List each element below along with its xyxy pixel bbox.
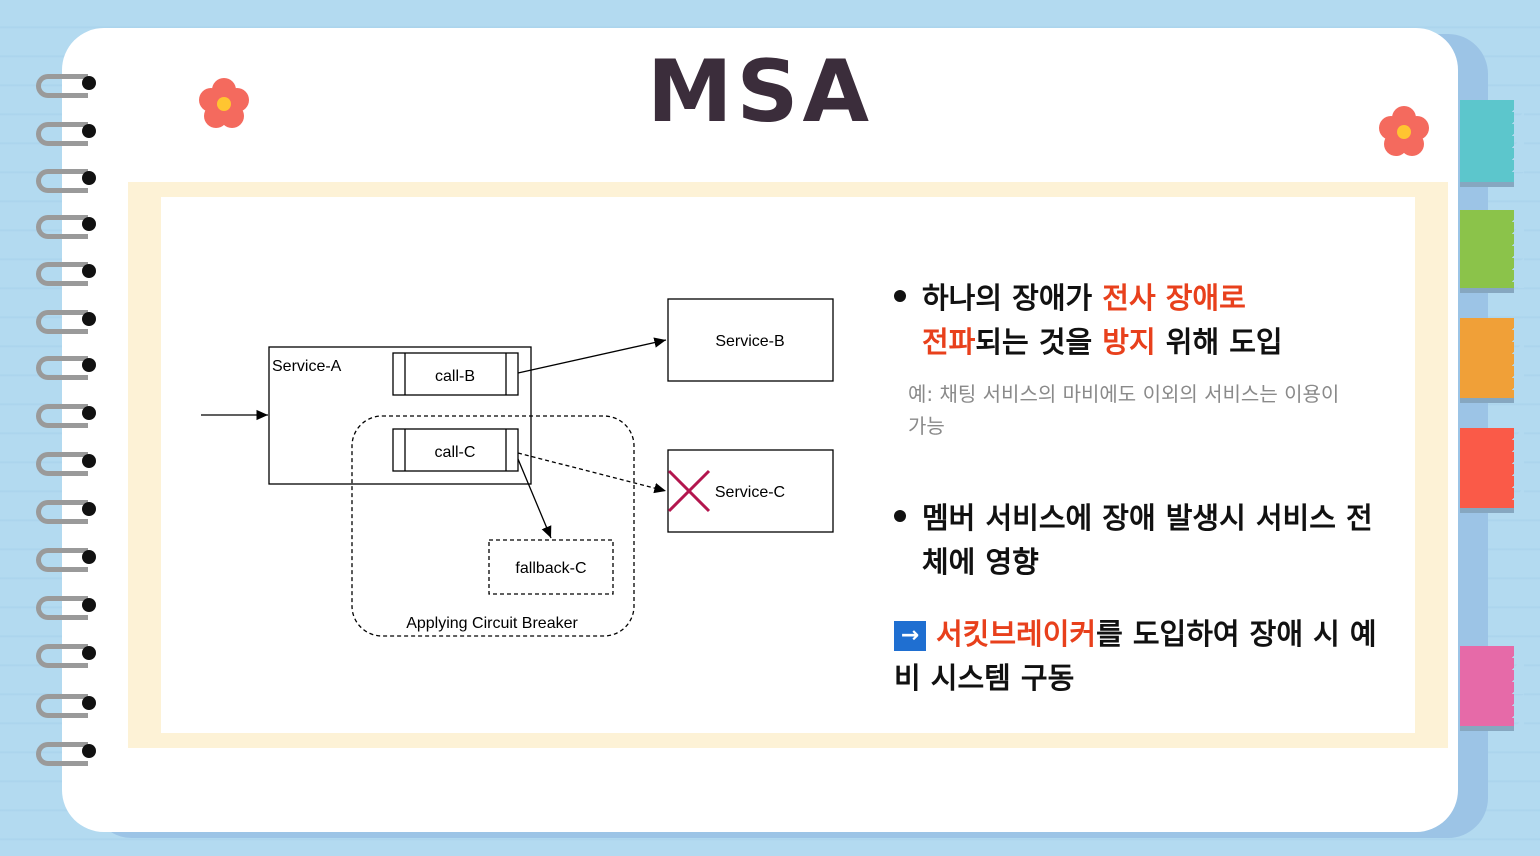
index-tab-red[interactable] — [1460, 428, 1524, 508]
service-b-box — [667, 298, 834, 382]
call-c-box — [392, 428, 519, 472]
bullet-conclusion: →서킷브레이커를 도입하여 장애 시 예비 시스템 구동 — [890, 612, 1400, 700]
failure-cross-icon — [667, 469, 711, 513]
spiral-ring — [36, 310, 100, 336]
spiral-ring — [36, 644, 100, 670]
index-tab-green[interactable] — [1460, 210, 1524, 288]
index-tab-pink[interactable] — [1460, 646, 1524, 726]
spiral-ring — [36, 356, 100, 382]
spiral-ring — [36, 215, 100, 241]
page-title: MSA — [646, 42, 874, 142]
index-tab-orange[interactable] — [1460, 318, 1524, 398]
spiral-ring — [36, 548, 100, 574]
bullet-note: 예: 채팅 서비스의 마비에도 이외의 서비스는 이용이 가능 — [890, 378, 1360, 442]
flower-icon — [1379, 106, 1429, 156]
spiral-ring — [36, 262, 100, 288]
spiral-ring — [36, 452, 100, 478]
content-panel — [161, 197, 1415, 733]
spiral-ring — [36, 74, 100, 100]
call-b-label: call-B — [435, 368, 475, 385]
bullet-dot — [894, 290, 906, 302]
note-text: 예: 채팅 서비스의 마비에도 이외의 서비스는 이용이 가능 — [908, 382, 1340, 438]
fallback-c-label: fallback-C — [515, 560, 586, 577]
call-b-arrow — [517, 337, 667, 374]
spiral-ring — [36, 742, 100, 768]
fallback-c-box — [488, 539, 614, 595]
spiral-ring — [36, 169, 100, 195]
call-c-arrow — [517, 452, 667, 494]
spiral-ring — [36, 596, 100, 622]
call-c-label: call-C — [435, 444, 476, 461]
arrow-right-icon: → — [894, 621, 926, 651]
circuit-breaker-label: Applying Circuit Breaker — [406, 615, 578, 632]
conclusion-text: →서킷브레이커를 도입하여 장애 시 예비 시스템 구동 — [894, 617, 1377, 695]
bullet-item: 멤버 서비스에 장애 발생시 서비스 전체에 영향 — [890, 496, 1400, 584]
spiral-ring — [36, 404, 100, 430]
index-tab-teal[interactable] — [1460, 100, 1524, 182]
service-a-label: Service-A — [272, 358, 342, 375]
spiral-ring — [36, 122, 100, 148]
service-b-label: Service-B — [715, 333, 784, 350]
bullet-text: 멤버 서비스에 장애 발생시 서비스 전체에 영향 — [922, 501, 1373, 579]
call-b-box — [392, 352, 519, 396]
spiral-ring — [36, 694, 100, 720]
fallback-arrow — [517, 458, 552, 539]
circuit-breaker-diagram: Service-A call-B Applying Circuit Breake… — [201, 298, 834, 637]
service-c-box — [667, 449, 834, 533]
service-c-label: Service-C — [715, 484, 785, 501]
flower-icon — [199, 78, 249, 128]
spiral-ring — [36, 500, 100, 526]
bullet-dot — [894, 510, 906, 522]
